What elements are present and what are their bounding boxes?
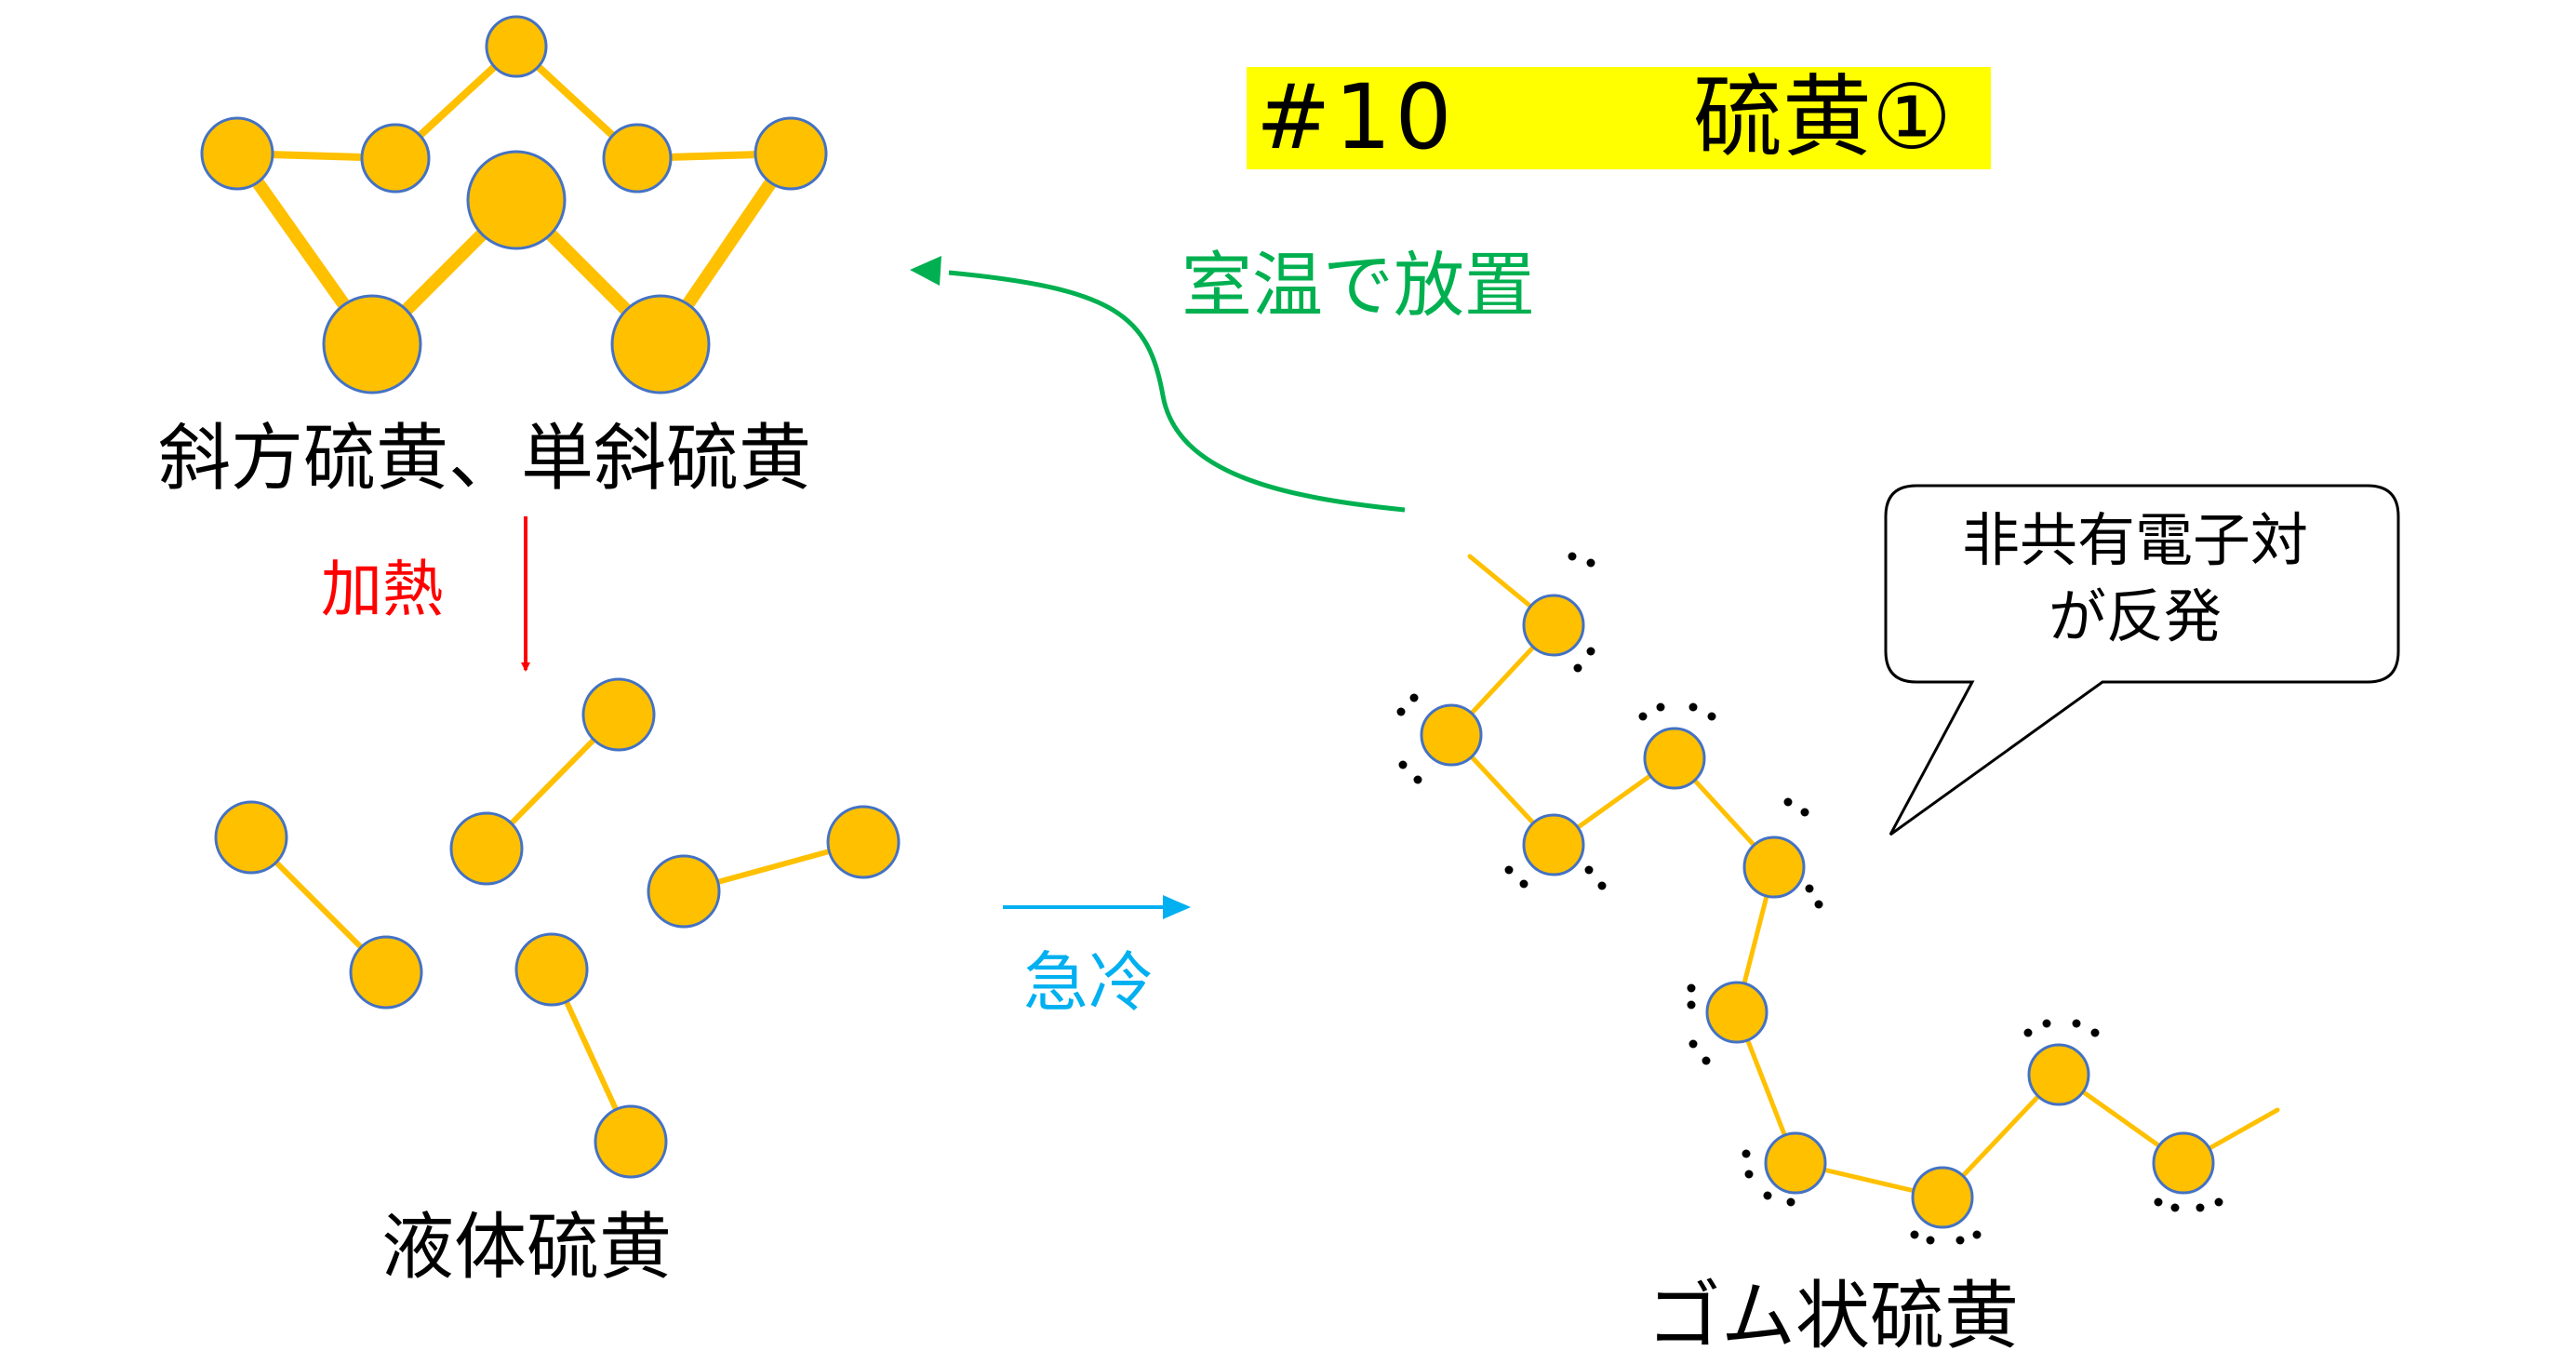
sulfur-atom [826,805,901,879]
sulfur-atom [214,800,288,875]
sulfur-atom [485,15,548,78]
callout-line-1: 非共有電子対 [1961,506,2308,574]
heating-label: 加熱 [321,554,444,625]
title-highlight [1247,67,1991,169]
liquid-sulfur-label: 液体硫黄 [381,1206,673,1290]
sulfur-atom [2027,1043,2090,1106]
quench-arrow [1003,895,1191,919]
sulfur-atom [349,935,423,1010]
sulfur-atom [1643,727,1706,790]
sulfur-atom [1705,981,1768,1044]
rubber-sulfur-label: ゴム状硫黄 [1647,1273,2019,1359]
sulfur-atom [1420,703,1483,767]
liquid-fragments [214,677,901,1179]
sulfur-atom [449,811,524,886]
rubber-chain [1396,552,2280,1245]
sulfur-atom [322,294,422,394]
quench-label: 急冷 [1023,944,1154,1021]
sulfur-atom [647,854,721,929]
room-temp-label: 室温で放置 [1181,244,1535,327]
sulfur-atom [514,932,589,1007]
callout-text: 非共有電子対 が反発 [1875,502,2396,655]
sulfur-atom [466,150,567,250]
callout-line-2: が反発 [2048,582,2222,650]
room-temp-arrow [910,256,1406,513]
crown-ring [200,15,828,394]
sulfur-atom [610,294,711,394]
lecture-number: #10 [1256,65,1456,169]
sulfur-atom [1522,813,1585,876]
lone-pair-dots [1396,552,2223,1245]
sulfur-atom [1522,594,1585,657]
sulfur-atom [1911,1166,1974,1229]
sulfur-atom [594,1104,668,1179]
sulfur-atom [754,116,828,191]
sulfur-atom [602,123,673,194]
sulfur-atom [360,123,431,194]
lecture-title: 硫黄① [1693,65,1953,169]
sulfur-atom [2152,1131,2215,1195]
sulfur-atom [1742,836,1806,899]
solid-sulfur-label: 斜方硫黄、単斜硫黄 [158,417,812,501]
sulfur-atom [581,677,656,752]
sulfur-atom [1764,1131,1827,1195]
sulfur-atom [200,116,274,191]
callout-bubble [1884,484,2400,836]
